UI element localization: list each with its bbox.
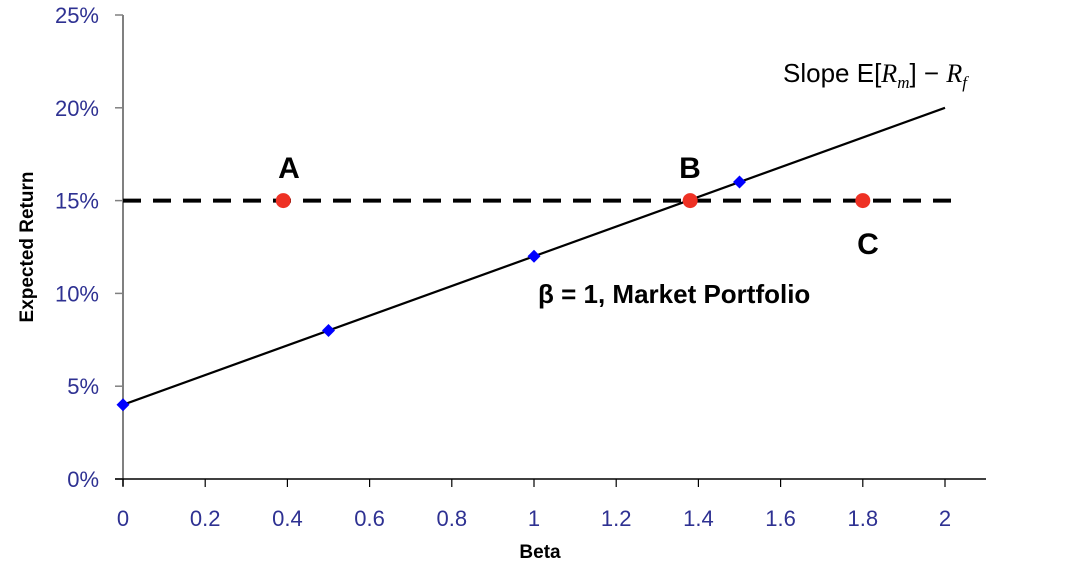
plot-area: [116, 106, 954, 412]
y-tick-label: 0%: [67, 467, 99, 492]
y-axis: 0% 5% 10% 15% 20% 25%: [55, 3, 124, 492]
x-axis-title: Beta: [519, 542, 561, 563]
market-portfolio-annotation: β = 1, Market Portfolio: [538, 279, 810, 309]
x-axis: 0 0.2 0.4 0.6 0.8 1 1.2 1.4 1.6 1.8 2: [115, 478, 986, 531]
x-tick-label: 2: [939, 506, 951, 531]
x-tick-label: 0.4: [272, 506, 303, 531]
x-tick-label: 0: [117, 506, 129, 531]
slope-m: m: [897, 73, 910, 93]
x-tick-label: 0.2: [190, 506, 221, 531]
portfolio-point-a: [275, 193, 291, 209]
diamond-marker-icon: [322, 324, 335, 338]
point-label-b: B: [679, 152, 701, 185]
slope-rf: R: [946, 59, 963, 88]
slope-f: f: [962, 73, 967, 93]
slope-rm: R: [881, 59, 898, 88]
diamond-marker-icon: [527, 249, 541, 263]
slope-annotation: Slope E[Rm] − Rf: [783, 58, 967, 93]
diamond-marker-icon: [733, 175, 746, 189]
x-tick-label: 1.6: [765, 506, 796, 531]
y-tick-label: 25%: [55, 3, 99, 28]
slope-mid: ] −: [909, 58, 947, 88]
x-tick-label: 0.6: [354, 506, 385, 531]
point-label-c: C: [857, 228, 879, 261]
slope-prefix: Slope E[: [783, 58, 882, 88]
x-tick-label: 0.8: [437, 506, 468, 531]
x-tick-label: 1.4: [683, 506, 714, 531]
y-axis-title: Expected Return: [17, 172, 38, 323]
x-tick-label: 1.8: [848, 506, 879, 531]
diamond-marker-icon: [116, 398, 130, 412]
portfolio-point-b: [682, 193, 698, 209]
x-tick-label: 1: [528, 506, 540, 531]
x-tick-label: 1.2: [601, 506, 632, 531]
y-tick-label: 15%: [55, 189, 99, 214]
portfolio-point-c: [855, 193, 871, 209]
y-tick-label: 20%: [55, 96, 99, 121]
point-label-a: A: [278, 152, 300, 185]
y-tick-label: 10%: [55, 281, 99, 306]
y-tick-label: 5%: [67, 374, 99, 399]
